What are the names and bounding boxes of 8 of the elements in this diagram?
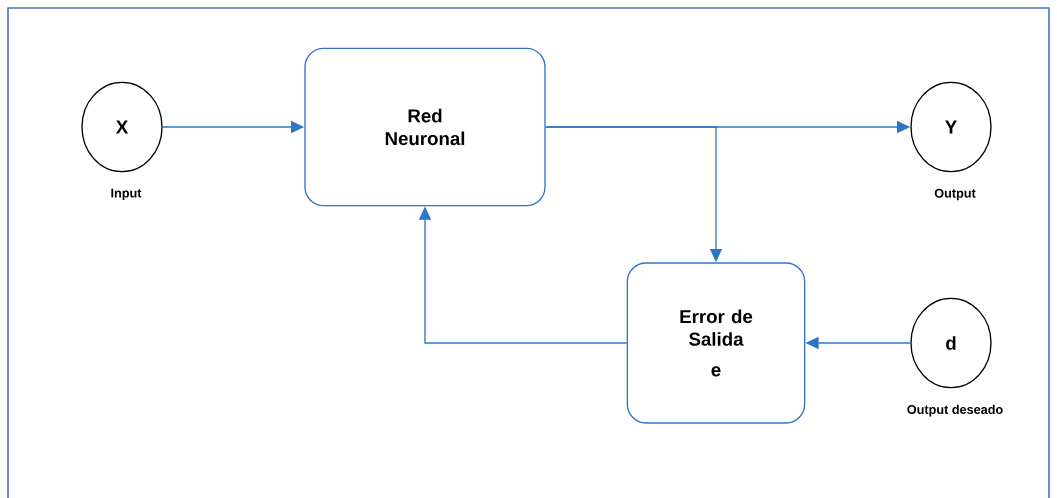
node-caption: Output deseado bbox=[907, 404, 1003, 417]
circle-node: Y bbox=[910, 81, 992, 173]
circle-node: d bbox=[910, 297, 992, 389]
process-box: Error de Salida e bbox=[626, 262, 806, 424]
node-caption: Input bbox=[111, 188, 142, 201]
circle-node: X bbox=[81, 81, 163, 173]
process-box: Red Neuronal bbox=[304, 47, 546, 207]
node-caption: Output bbox=[934, 188, 976, 201]
